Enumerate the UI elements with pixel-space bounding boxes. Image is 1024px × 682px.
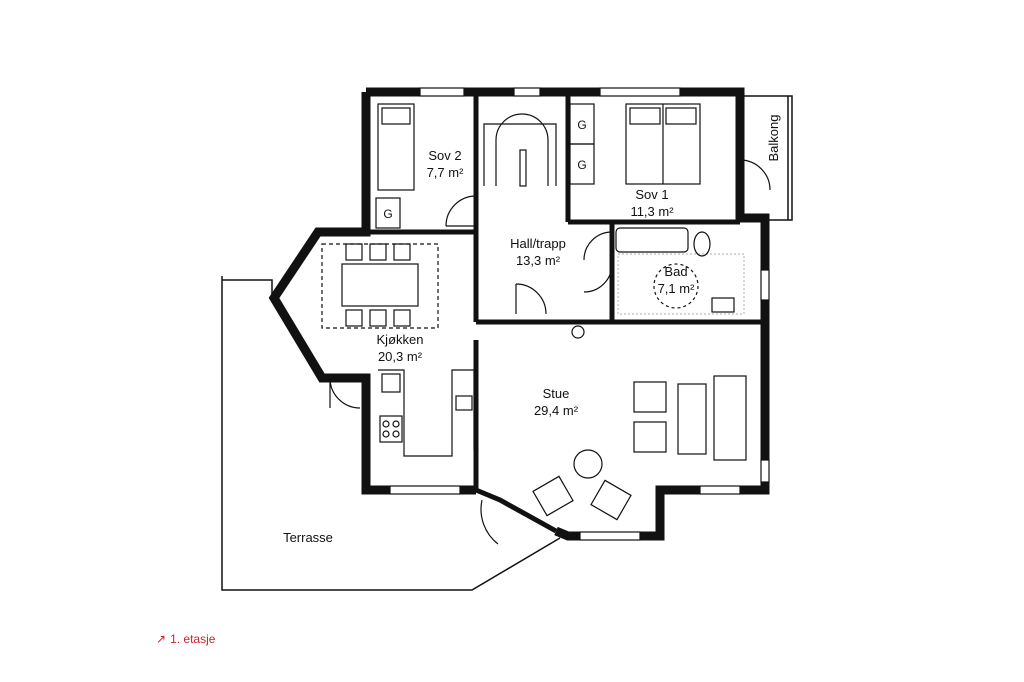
stair [483, 113, 557, 187]
arrow-up-right-icon: ↗ [156, 632, 167, 646]
room-name-bad: Bad [664, 264, 687, 279]
room-area-sov2: 7,7 m² [427, 165, 465, 180]
wardrobe-label: G [383, 207, 392, 221]
room-name-terrasse: Terrasse [283, 530, 333, 545]
room-name-hall: Hall/trapp [510, 236, 566, 251]
wardrobe-label: G [577, 158, 586, 172]
room-area-bad: 7,1 m² [658, 281, 696, 296]
wardrobe-label: G [577, 118, 586, 132]
room-name-balkong: Balkong [766, 115, 781, 162]
floor-label-text: 1. etasje [170, 632, 216, 646]
bed-sov2 [377, 103, 415, 191]
room-name-kjokken: Kjøkken [377, 332, 424, 347]
room-area-hall: 13,3 m² [516, 253, 561, 268]
wardrobes [375, 103, 595, 229]
room-name-sov1: Sov 1 [635, 187, 668, 202]
room-area-stue: 29,4 m² [534, 403, 579, 418]
bed-sov1 [625, 103, 701, 185]
floor-label: ↗1. etasje [156, 632, 215, 646]
kitchen-counters [378, 369, 475, 457]
doors [329, 159, 771, 545]
room-name-sov2: Sov 2 [428, 148, 461, 163]
room-area-kjokken: 20,3 m² [378, 349, 423, 364]
bathroom-fixtures [615, 227, 745, 315]
room-area-sov1: 11,3 m² [630, 204, 674, 219]
interior-walls [366, 96, 765, 534]
dining-table [321, 243, 439, 329]
room-name-stue: Stue [543, 386, 570, 401]
living-furniture [532, 325, 747, 521]
windows [389, 87, 770, 541]
